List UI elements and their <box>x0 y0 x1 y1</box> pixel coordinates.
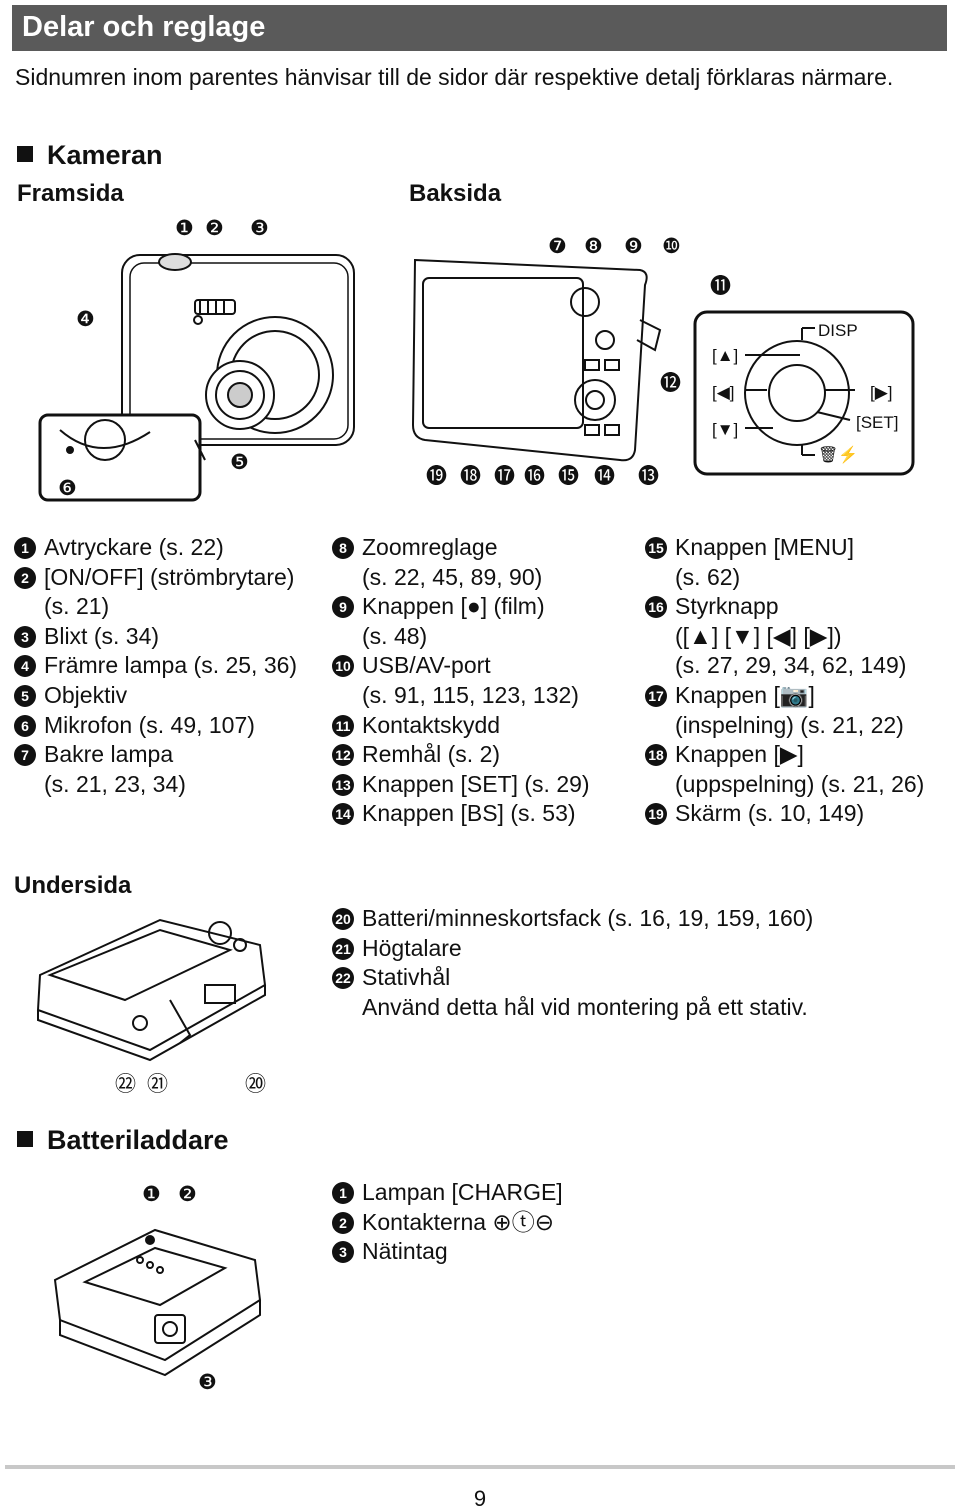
footer-divider <box>5 1465 955 1469</box>
label-trash: 🗑⚡ <box>818 447 859 464</box>
back-callout-18: ⓲ <box>460 465 481 488</box>
back-callout-14: ⓮ <box>594 465 615 488</box>
back-callout-19: ⓳ <box>426 465 447 488</box>
charger-illustration <box>53 1228 262 1377</box>
label-right: [▶] <box>870 383 893 402</box>
list-item: 2[ON/OFF] (strömbrytare)(s. 21) <box>14 563 332 622</box>
camera-front-illustration <box>38 253 355 502</box>
label-set: [SET] <box>856 413 899 432</box>
label-disp: DISP <box>818 321 858 340</box>
front-callout-5: ❺ <box>230 451 249 474</box>
bottom-callout-21: ㉑ <box>147 1073 168 1096</box>
camera-bottom-illustration <box>36 918 267 1062</box>
front-callout-6: ❻ <box>58 477 77 500</box>
label-down: [▼] <box>712 420 739 439</box>
back-callout-7: ❼ <box>548 235 567 258</box>
charger-callout-3: ❸ <box>198 1371 217 1394</box>
back-callout-9: ❾ <box>624 235 643 258</box>
charger-callout-1: ❶ <box>142 1183 161 1206</box>
camera-title: Kameran <box>47 140 163 170</box>
charger-heading: Batteriladdare <box>17 1125 229 1156</box>
front-callout-1: ❶ <box>175 217 194 240</box>
charger-title: Batteriladdare <box>47 1125 229 1155</box>
front-callout-4: ❹ <box>76 308 95 331</box>
square-bullet-icon <box>17 1131 33 1147</box>
back-callout-13: ⓭ <box>638 465 659 488</box>
back-callout-16: ⓰ <box>524 465 545 488</box>
front-callout-3: ❸ <box>250 217 269 240</box>
back-callout-11: ⓫ <box>710 275 731 298</box>
bottom-callout-22: ㉒ <box>115 1073 136 1096</box>
back-callout-12: ⓬ <box>660 372 681 395</box>
intro-text: Sidnumren inom parentes hänvisar till de… <box>15 64 894 90</box>
section-title: Delar och reglage <box>22 11 266 43</box>
camera-back-illustration <box>411 258 915 476</box>
label-up: [▲] <box>712 346 739 365</box>
square-bullet-icon <box>17 146 33 162</box>
camera-heading: Kameran <box>17 140 163 171</box>
front-label: Framsida <box>17 180 124 207</box>
bottom-label: Undersida <box>14 872 132 899</box>
back-label: Baksida <box>409 180 502 207</box>
back-callout-10: ❿ <box>662 235 681 258</box>
back-callout-17: ⓱ <box>494 465 515 488</box>
back-callout-15: ⓯ <box>558 465 579 488</box>
bottom-callout-20: ⑳ <box>245 1073 266 1096</box>
front-callout-2: ❷ <box>205 217 224 240</box>
page-number: 9 <box>473 1486 487 1511</box>
section-banner: Delar och reglage <box>12 5 947 51</box>
label-left: [◀] <box>712 383 735 402</box>
back-callout-8: ❽ <box>584 235 603 258</box>
charger-callout-2: ❷ <box>178 1183 197 1206</box>
